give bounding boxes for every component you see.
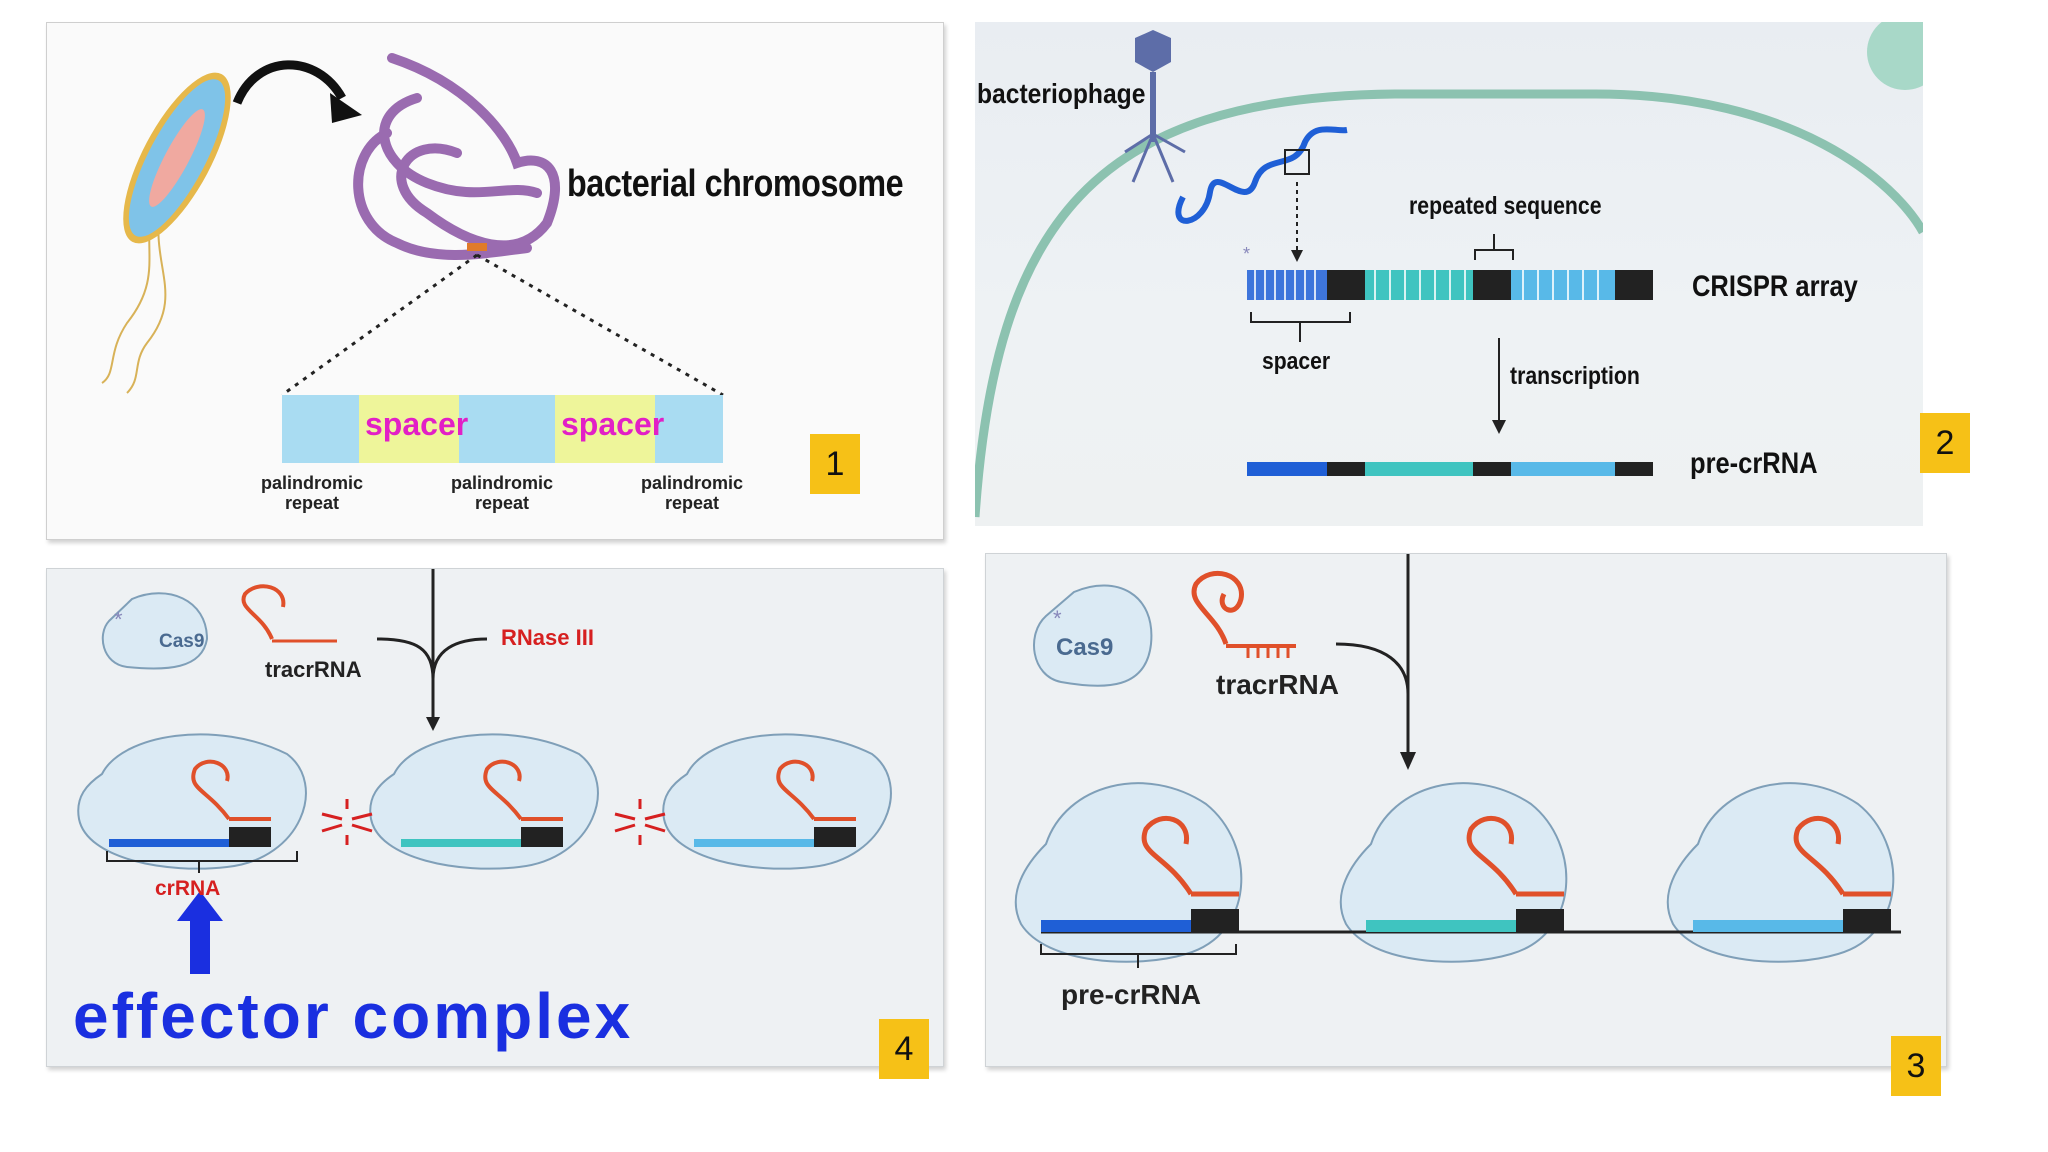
arrow-head-icon: [330, 93, 362, 123]
zoom-line: [281, 253, 478, 397]
pre-crrna-bar: [1247, 462, 1653, 476]
cleavage-burst-icon: [321, 799, 373, 845]
asterisk-mark: *: [1243, 244, 1250, 264]
crrna-bracket: [106, 851, 298, 873]
crrna-spacer: [694, 839, 814, 847]
crrna-label: crRNA: [155, 877, 221, 900]
tracrrna-label: tracrRNA: [265, 657, 362, 682]
spacer-rna-segment: [1041, 920, 1191, 932]
arrow-head-icon: [1492, 420, 1506, 434]
locus-marker: [467, 243, 487, 251]
crispr-array-label: CRISPR array: [1692, 270, 1858, 303]
effector-illustration: *: [77, 569, 892, 974]
neighbor-cell: [1867, 22, 1923, 90]
chromosome-illustration: [101, 53, 724, 463]
up-arrow-icon: [177, 891, 223, 921]
repeat-bracket: [1474, 234, 1514, 260]
crrna-repeat: [521, 827, 563, 847]
spacer-bracket: [1250, 312, 1351, 342]
spacer-label: spacer: [561, 406, 665, 442]
cas9-shape: [1033, 584, 1153, 687]
processing-arrow: [1335, 554, 1410, 754]
crispr-illustration: *: [975, 22, 1923, 518]
spacer-label: spacer: [1262, 348, 1331, 375]
protospacer-box: [1284, 149, 1310, 175]
spacer-rna-segment: [1693, 920, 1843, 932]
repeat-label: palindromic repeat: [640, 473, 743, 513]
effector-complex-3: [662, 733, 892, 870]
up-arrow-shaft: [190, 919, 210, 974]
asterisk-mark: *: [1053, 606, 1062, 631]
bacterium-icon: [123, 72, 231, 244]
tracrrna-label: tracrRNA: [1216, 669, 1339, 700]
tracrrna-icon: [241, 584, 337, 643]
complex-3: [1666, 782, 1895, 963]
arrow-icon: [232, 60, 346, 105]
step-badge-4: 4: [879, 1019, 929, 1079]
tracrrna-bound: [1141, 815, 1891, 897]
step-badge-1: 1: [810, 434, 860, 494]
step-badge-3: 3: [1891, 1036, 1941, 1096]
effector-complex-2: [369, 733, 599, 870]
complex-2: [1339, 782, 1568, 963]
pre-crrna-label: pre-crRNA: [1061, 979, 1202, 1010]
panel-bacterial-chromosome: bacterial chromosome spacer spacer palin…: [46, 22, 944, 540]
repeat-block: [655, 395, 723, 463]
bacteriophage-icon: [1124, 30, 1186, 183]
bacteriophage-label: bacteriophage: [977, 78, 1146, 109]
cas9-shape: [101, 592, 209, 670]
panel-crispr-array: * bacteriophage repeated sequence CRISPR…: [975, 22, 1923, 526]
rnase-label: RNase III: [501, 625, 594, 650]
transcription-label: transcription: [1510, 362, 1640, 390]
cleavage-burst-icon: [614, 799, 666, 845]
repeat-rna-segment: [1843, 909, 1891, 932]
chromosome-icon: [353, 53, 561, 260]
spacer-rna-segment: [1366, 920, 1516, 932]
panel-effector-complex: * Cas9 tracrRNA: [46, 568, 944, 1067]
cas9-label: Cas9: [1056, 634, 1114, 661]
repeat-label: palindromic repeat: [450, 473, 553, 513]
arrow-head-icon: [1400, 752, 1416, 770]
spacer-label: spacer: [365, 406, 469, 442]
spacer-block: [359, 395, 459, 463]
panel-pre-crrna-processing: * Cas9 tracrRNA pre-crRNA: [985, 553, 1947, 1067]
arrow-head-icon: [426, 717, 440, 731]
step-badge-2: 2: [1920, 413, 1970, 473]
repeat-block: [282, 395, 359, 463]
crrna-repeat: [814, 827, 856, 847]
arrow-head-icon: [1291, 250, 1303, 262]
flagellum: [126, 202, 167, 394]
tracrrna-bound: [191, 759, 856, 821]
repeated-sequence-label: repeated sequence: [1409, 192, 1602, 220]
repeat-rna-segment: [1191, 909, 1239, 932]
effector-complex-1: [77, 733, 307, 870]
chromosome-label: bacterial chromosome: [567, 163, 904, 205]
cell-membrane: [975, 89, 1923, 518]
repeat-label: palindromic repeat: [260, 473, 363, 513]
pre-crrna-label: pre-crRNA: [1690, 447, 1818, 480]
crispr-array-bar: [1247, 270, 1653, 300]
repeat-rna-segment: [1516, 909, 1564, 932]
tracrrna-icon: [1191, 570, 1296, 658]
processing-illustration: *: [1014, 554, 1901, 968]
crrna-spacer: [401, 839, 521, 847]
repeat-block: [459, 395, 555, 463]
pre-crrna-bracket: [1040, 944, 1237, 968]
phage-dna: [1175, 126, 1348, 224]
asterisk-mark: *: [114, 607, 123, 632]
zoom-line: [476, 253, 724, 397]
spacer-block: [555, 395, 655, 463]
effector-complex-label: effector complex: [73, 980, 634, 1052]
cas9-label: Cas9: [159, 631, 205, 652]
complex-1: [1014, 782, 1243, 963]
cleavage-arrow: [376, 569, 488, 719]
crrna-spacer: [109, 839, 229, 847]
crrna-repeat: [229, 827, 271, 847]
